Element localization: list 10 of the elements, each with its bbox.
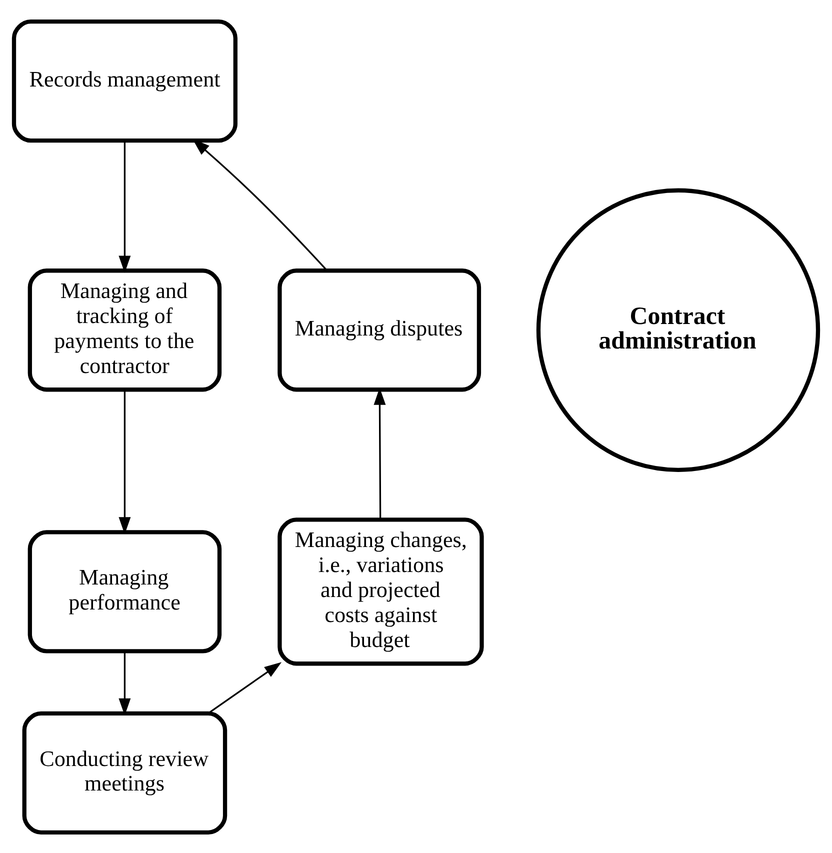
arrow	[208, 662, 282, 714]
node-box: Conducting review meetings	[22, 710, 228, 834]
node-box: Managing and tracking of payments to the contractor	[28, 268, 222, 392]
node-box: Managing changes, i.e., variations and projected costs against budget	[278, 517, 484, 666]
node-box: Managing disputes	[278, 268, 482, 392]
node-box: Records management	[12, 18, 238, 142]
node-circle: Contract administration	[536, 188, 820, 472]
arrow	[118, 390, 131, 534]
arrow	[118, 140, 131, 272]
node-box: Managing performance	[28, 530, 222, 653]
